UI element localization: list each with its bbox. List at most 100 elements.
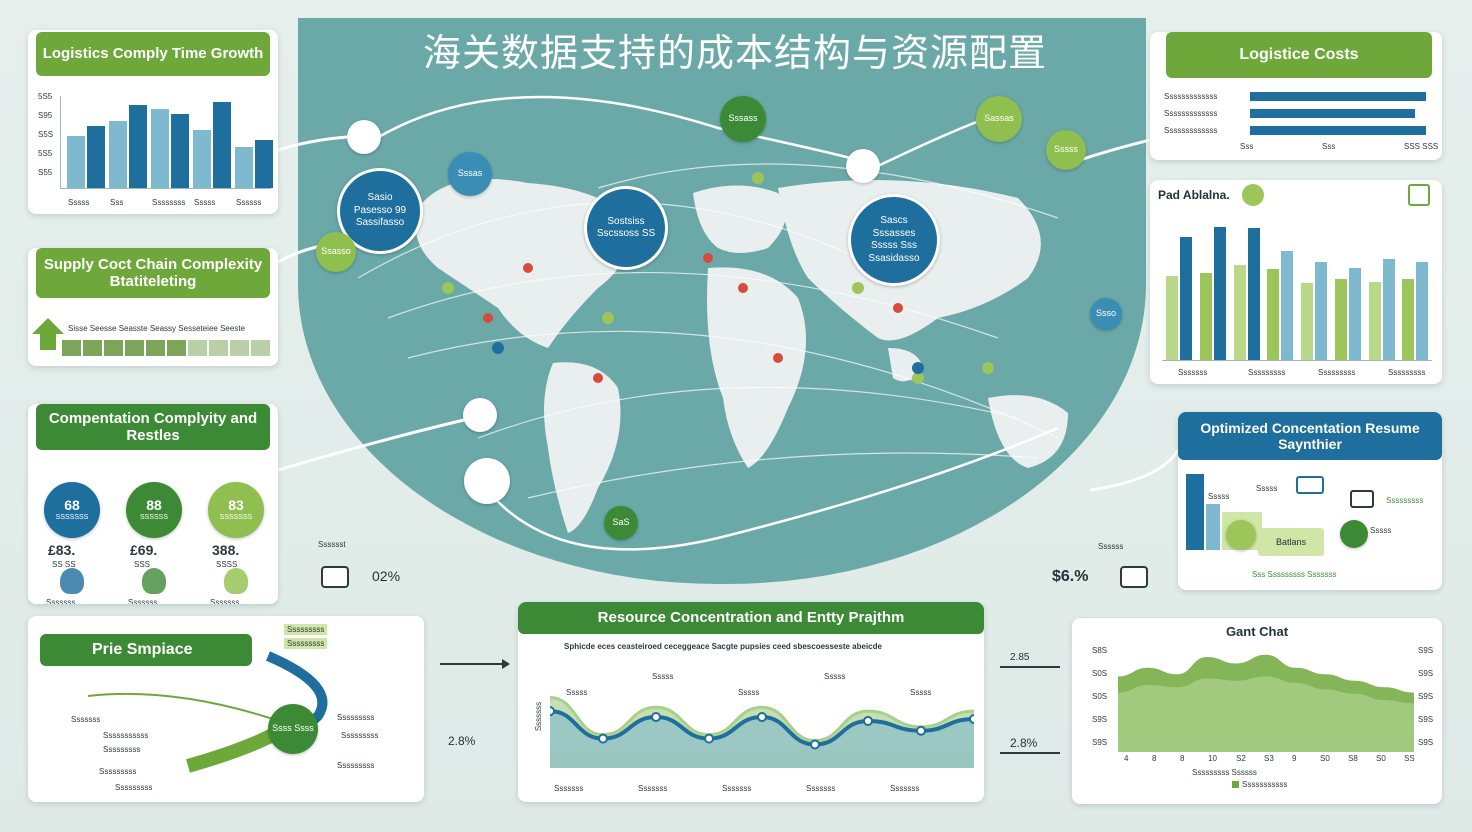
x-tick: Sssss — [68, 198, 90, 207]
scale-cell — [209, 340, 228, 356]
connector-icon — [321, 566, 349, 588]
price-tag: Sssssss — [71, 715, 101, 724]
scale-cell — [104, 340, 123, 356]
area-chart — [550, 695, 974, 768]
x-tick: Sss — [1240, 142, 1254, 151]
bar-chart — [1162, 220, 1432, 361]
price-tag: Sssssssss — [284, 638, 328, 649]
bar — [87, 126, 105, 188]
data-point — [810, 739, 820, 750]
x-tick: Sssssss — [806, 784, 836, 793]
price-tag: Sssssssssss — [103, 731, 149, 740]
bar — [1267, 269, 1280, 360]
metric-label: SSSSSSS — [219, 514, 253, 522]
connector-right-value: $6.% — [1052, 568, 1089, 585]
metric-label: SSSSSSS — [55, 514, 89, 522]
scale-bar — [62, 340, 270, 356]
bubble-line: Sssss Sss — [870, 240, 918, 251]
tag-text: Ssasso — [321, 246, 351, 257]
bar-chart — [60, 96, 273, 189]
route-node — [347, 120, 381, 154]
bar — [1334, 278, 1347, 360]
scale-cell — [62, 340, 81, 356]
bubble-line: Ssasidasso — [868, 252, 920, 264]
tag-text: Ssso — [1095, 308, 1116, 319]
y-tick: 5S5 — [38, 149, 53, 158]
arrow-right-icon — [440, 663, 504, 665]
bar — [1382, 259, 1395, 360]
chart-subtitle: Sphicde eces ceasteiroed ceceggeace Sacg… — [564, 642, 882, 651]
footer-label: Sssssss — [46, 598, 76, 604]
price-tag: Sssssssss — [103, 745, 141, 754]
bag-icon — [60, 568, 84, 594]
world-map — [357, 95, 1068, 551]
legend-text: Sisse Seesse Seasste Seassy Sesseteiee S… — [68, 324, 245, 333]
resource-panel: Resource Concentration and Entty Prajthm… — [518, 602, 984, 802]
metric-sub: SS SS — [52, 560, 76, 569]
data-point — [651, 712, 661, 723]
bar — [1315, 262, 1327, 360]
bag-icon — [142, 568, 166, 594]
x-tick: Sssssssss — [1248, 368, 1286, 377]
data-point — [598, 733, 608, 744]
y-tick: S0S — [1092, 692, 1108, 701]
x-tick: Sssssss — [722, 784, 752, 793]
arrow-value: 2.8% — [1010, 736, 1038, 750]
data-point — [704, 733, 714, 744]
bar — [1247, 228, 1260, 360]
y-tick: S55 — [38, 168, 53, 177]
bubble-line: Sasio — [367, 192, 393, 204]
bubble-line: Sascs — [880, 215, 908, 226]
data-point — [757, 712, 767, 723]
arrow-right-icon — [1000, 666, 1060, 668]
panel-title: Logistice Costs — [1166, 32, 1432, 78]
x-tick: Sssssssss — [1388, 368, 1426, 377]
bar — [255, 139, 273, 188]
bar — [67, 136, 85, 188]
metric-sub: SSS — [134, 560, 151, 569]
data-point — [863, 715, 873, 726]
x-tick: Sssssss — [638, 784, 668, 793]
scale-cell — [83, 340, 102, 356]
tag-text: Sssss — [1053, 144, 1078, 155]
x-tick: Ssssssss — [152, 198, 186, 207]
x-tick: S3 — [1264, 754, 1274, 763]
x-tick: S2 — [1236, 754, 1246, 763]
metric-label: SSSSSS — [139, 514, 168, 522]
price-tag: Sssssssss — [99, 767, 137, 776]
opt-footer: Sss Sssssssss Sssssss — [1252, 570, 1337, 579]
tag-text: Sssas — [457, 168, 483, 179]
scale-cell — [146, 340, 165, 356]
x-tick: Sss — [110, 198, 124, 207]
price-tag: Sssssssss — [284, 624, 328, 635]
legend-item: Sssssssss Ssssss — [1192, 768, 1257, 777]
map-tag: SaS — [604, 506, 638, 540]
x-tick: SS — [1404, 754, 1415, 763]
metric-price: 388. — [212, 542, 240, 558]
price-tag: Sssssssss — [115, 783, 153, 792]
bag-icon — [224, 568, 248, 594]
y-tick: 5S5 — [38, 92, 53, 101]
bubble-line: Pasesso 99 — [353, 204, 407, 216]
footer-label: Sssssss — [128, 598, 158, 604]
tag-text: SaS — [612, 517, 630, 528]
arrow-value: 2.8% — [448, 734, 476, 748]
metric-sub: SSSS — [216, 560, 238, 569]
x-tick: Sss — [1322, 142, 1336, 151]
route-node — [463, 398, 497, 432]
center-label: Ssss Ssss — [272, 723, 314, 734]
route-node — [464, 458, 510, 504]
bar — [235, 146, 253, 188]
footer-label: Sssssss — [210, 598, 240, 604]
data-point — [969, 714, 974, 724]
x-tick: SSS SSS — [1404, 142, 1439, 151]
bar-a — [1186, 474, 1204, 550]
route-node — [846, 149, 880, 183]
center-node: Ssss Ssss — [268, 704, 318, 754]
map-tag: Sassas — [976, 96, 1022, 142]
